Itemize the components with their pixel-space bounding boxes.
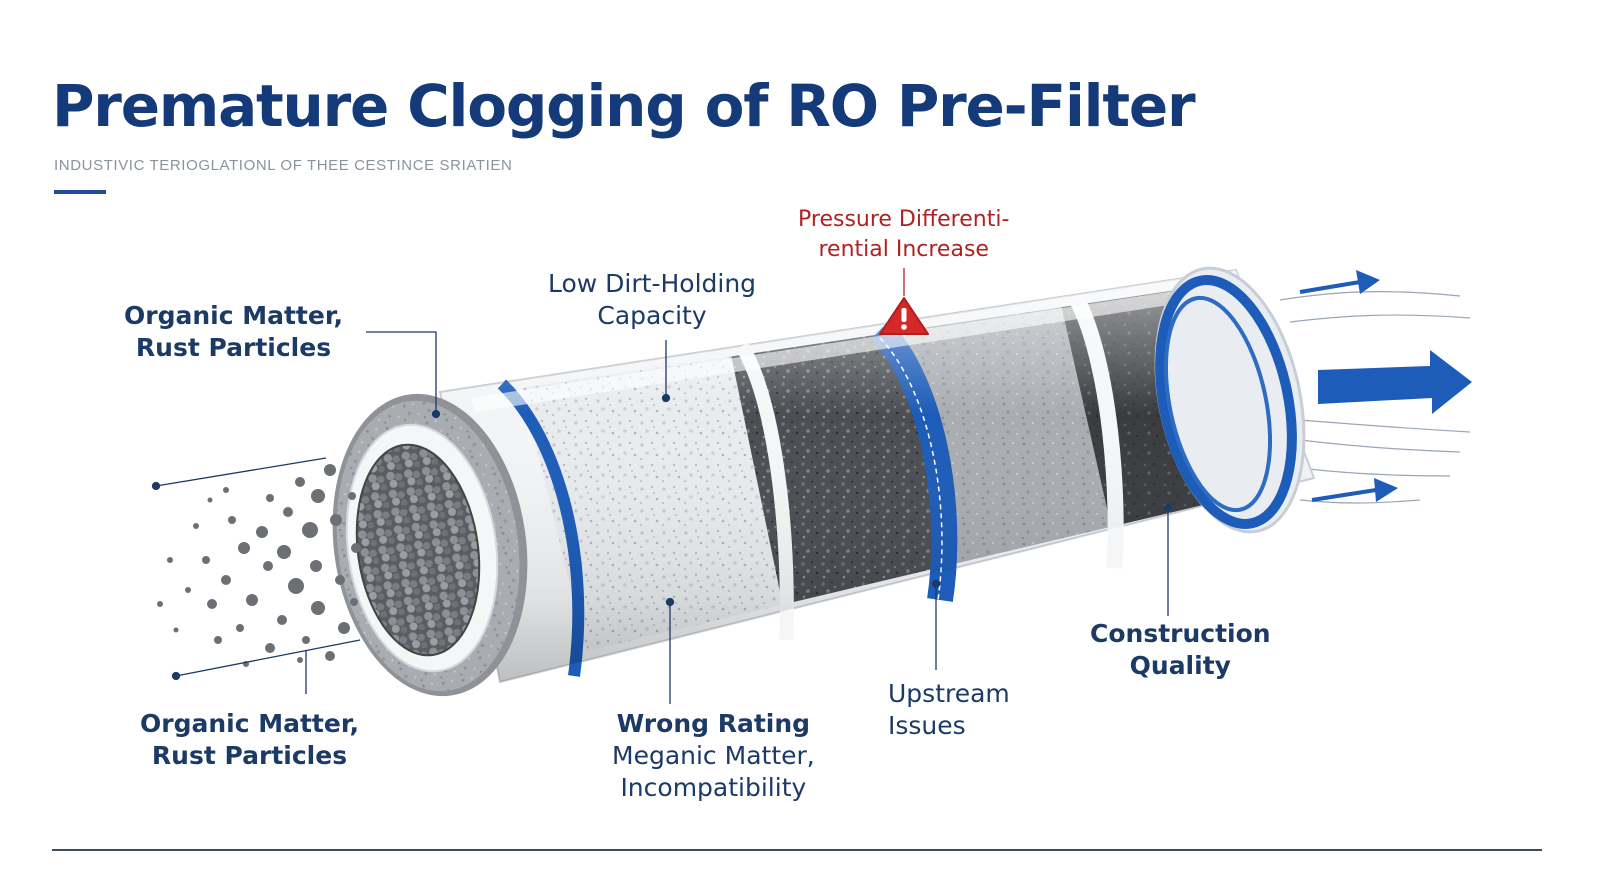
right-end-cap [1154, 266, 1306, 534]
label-line: Wrong Rating [616, 709, 811, 738]
label-line: Meganic Matter, [612, 741, 815, 770]
left-end-cap [332, 393, 528, 697]
page-title: Premature Clogging of RO Pre-Filter [52, 72, 1196, 140]
label-line: Incompatibility [620, 773, 807, 802]
label-line: Low Dirt-Holding [548, 269, 757, 298]
label-low-dirt-holding: Low Dirt-Holding Capacity [548, 268, 756, 332]
sediment-particles [157, 464, 361, 667]
callout-leader-lines [151, 268, 1173, 704]
label-line: Rust Particles [151, 741, 348, 770]
label-line: Rust Particles [135, 333, 332, 362]
label-line: Issues [888, 711, 966, 740]
label-construction-quality: Construction Quality [1090, 618, 1271, 682]
label-line: Upstream [888, 679, 1010, 708]
label-line: Organic Matter, [140, 709, 359, 738]
page-subtitle: INDUSTIVIC TERIOGLATIONL OF THEE CESTINC… [54, 157, 513, 174]
label-wrong-rating: Wrong Rating Meganic Matter, Incompatibi… [612, 708, 815, 804]
label-line: Pressure Differenti- [798, 207, 1010, 232]
label-line: Quality [1129, 651, 1231, 680]
flow-arrow-icon [1299, 270, 1472, 502]
bottom-divider [52, 849, 1542, 851]
label-pressure-differential: Pressure Differenti- rential Increase [798, 205, 1009, 265]
title-underline [54, 190, 106, 194]
label-organic-matter-top: Organic Matter, Rust Particles [124, 300, 343, 364]
label-line: Organic Matter, [124, 301, 343, 330]
label-line: Capacity [597, 301, 707, 330]
label-line: rential Increase [818, 237, 989, 262]
label-line: Construction [1090, 619, 1271, 648]
label-organic-matter-bottom: Organic Matter, Rust Particles [140, 708, 359, 772]
label-upstream-issues: Upstream Issues [888, 678, 1010, 742]
warning-triangle-icon [879, 297, 929, 335]
